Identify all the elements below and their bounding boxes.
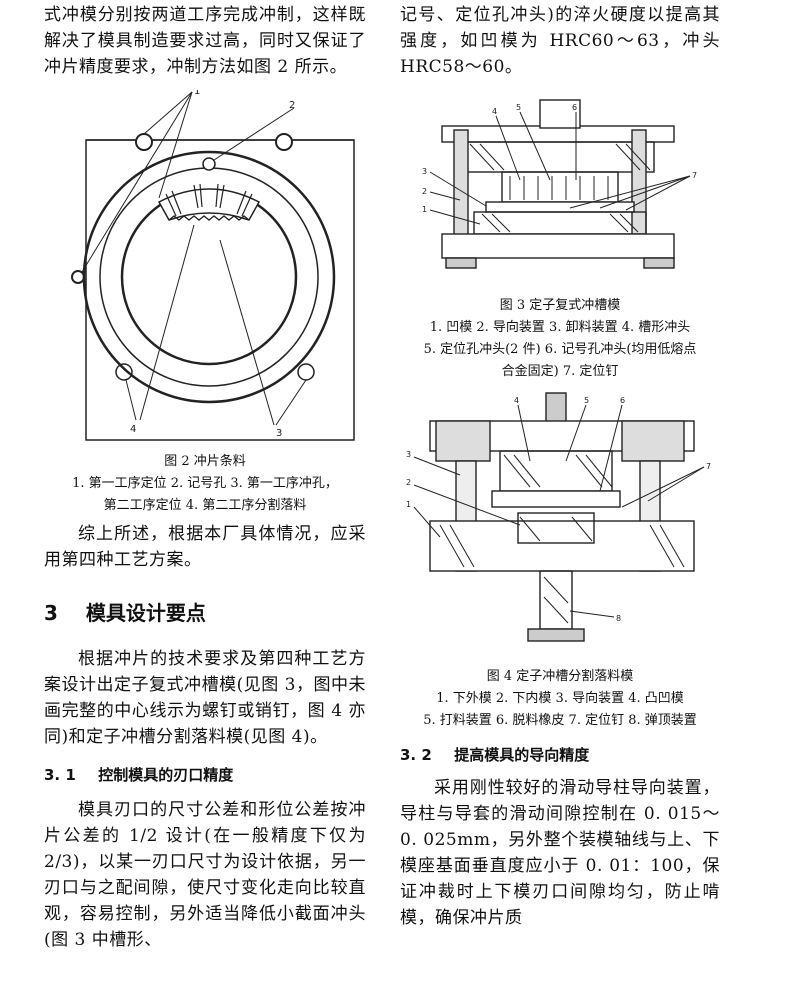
slot-teeth: [168, 215, 250, 221]
figure-2-title: 图 2 冲片条料: [164, 454, 246, 469]
positioning-hole: [115, 363, 133, 381]
stripper-rubber: [491, 490, 621, 508]
figure-4-legend-line-1: 1. 下外模 2. 下内模 3. 导向装置 4. 凸凹模: [436, 691, 684, 706]
slot-punches: [501, 171, 619, 203]
fig4-callout-5: 5: [584, 396, 589, 405]
fig4-callout-3: 3: [406, 450, 411, 459]
section-3-2-heading: 3. 2 提高模具的导向精度: [400, 744, 720, 765]
figure-4-leaders: [413, 404, 705, 618]
fig3-callout-5: 5: [516, 103, 521, 112]
section-3-heading: 3 模具设计要点: [44, 597, 366, 626]
ejector-plate: [527, 628, 585, 642]
mark-hole: [202, 157, 216, 171]
fig3-callout-7: 7: [692, 171, 697, 180]
figure-3-legend-line-3: 合金固定) 7. 定位钉: [501, 364, 619, 379]
shank: [539, 99, 581, 129]
guide-bush-right: [621, 420, 685, 462]
lower-foot-left: [445, 257, 477, 269]
figure-4-title: 图 4 定子冲槽分割落料模: [486, 669, 634, 684]
section-3-title: 模具设计要点: [85, 601, 206, 625]
slot-segment: [157, 188, 261, 221]
die: [473, 211, 647, 235]
section-3-2-title: 提高模具的导向精度: [454, 746, 590, 764]
figure-3-hatching: [469, 143, 651, 233]
fig4-callout-6: 6: [620, 396, 625, 405]
section-3-1-paragraph: 模具刃口的尺寸公差和形位公差按冲片公差的 1/2 设计(在一般精度下仅为 2/3…: [44, 800, 366, 950]
figure-3-legend-line-2: 5. 定位孔冲头(2 件) 6. 记号孔冲头(均用低熔点: [423, 342, 697, 357]
callout-4: 4: [130, 424, 136, 435]
upper-die-body: [461, 141, 655, 173]
positioning-hole: [297, 363, 315, 381]
fig3-callout-1: 1: [422, 205, 427, 214]
figure-3: 4 5 6 3 2 1 7 图 3 定子复式冲槽模 1. 凹模 2. 导向装置 …: [400, 90, 720, 383]
figure-3-legend-line-1: 1. 凹模 2. 导向装置 3. 卸料装置 4. 槽形冲头: [429, 320, 691, 335]
section-3-paragraph: 根据冲片的技术要求及第四种工艺方案设计出定子复式冲槽模(见图 3，图中未画完整的…: [44, 649, 366, 747]
intro-paragraph: 式冲模分别按两道工序完成冲制，这样既解决了模具制造要求过高，同时又保证了冲片精度…: [44, 5, 366, 77]
figure-2-drawing: 1 2 4 3: [71, 90, 355, 441]
lower-foot-right: [643, 257, 675, 269]
fig4-callout-8: 8: [616, 614, 621, 623]
section-3-1-title: 控制模具的刃口精度: [98, 766, 234, 784]
figure-3-title: 图 3 定子复式冲槽模: [499, 298, 621, 313]
section-3-2-paragraph: 采用刚性较好的滑动导柱导向装置，导柱与导套的滑动间隙控制在 0. 015～0. …: [400, 778, 720, 928]
figure-4-drawing: 4 5 6 3 2 1 7 8: [406, 392, 711, 642]
fig3-callout-3: 3: [422, 167, 427, 176]
summary-paragraph: 综上所述，根据本厂具体情况，应采用第四种工艺方案。: [44, 524, 366, 570]
left-column: 式冲模分别按两道工序完成冲制，这样既解决了模具制造要求过高，同时又保证了冲片精度…: [44, 0, 366, 953]
fig4-callout-4: 4: [514, 396, 519, 405]
lower-outer-die: [429, 520, 695, 572]
figure-4-hatching: [439, 454, 685, 624]
positioning-hole: [135, 133, 153, 151]
fig3-callout-4: 4: [492, 107, 497, 116]
figure-3-leaders: [429, 111, 691, 225]
fig4-callout-7: 7: [706, 462, 711, 471]
positioning-hole: [275, 133, 293, 151]
section-3-number: 3: [44, 601, 58, 625]
figure-2-legend-line-2: 第二工序定位 4. 第二工序分割落料: [103, 498, 307, 513]
section-3-1-heading: 3. 1 控制模具的刃口精度: [44, 764, 366, 785]
fig3-callout-6: 6: [572, 103, 577, 112]
positioning-hole: [71, 270, 85, 284]
lower-inner-die: [517, 512, 595, 544]
lower-die-base: [441, 233, 675, 259]
figure-4-legend-line-2: 5. 打料装置 6. 脱料橡皮 7. 定位钉 8. 弹顶装置: [423, 713, 697, 728]
figure-3-drawing: 4 5 6 3 2 1 7: [422, 99, 697, 269]
section-3-2-number: 3. 2: [400, 746, 432, 764]
callout-2: 2: [289, 100, 295, 111]
callout-3: 3: [276, 428, 282, 439]
section-3-1-number: 3. 1: [44, 766, 76, 784]
leader-lines: [81, 91, 307, 426]
slot-hatch: [165, 183, 253, 217]
stator-outer-ring: [82, 150, 336, 404]
figure-4: 4 5 6 3 2 1 7 8 图 4 定子冲槽分割落料模 1. 下外模 2. …: [400, 391, 720, 732]
figure-2: 1 2 4 3 图 2 冲片条料 1. 第一工序定位 2. 记号孔 3. 第一工…: [44, 90, 366, 517]
fig4-callout-1: 1: [406, 500, 411, 509]
right-column: 记号、定位孔冲头)的淬火硬度以提高其强度，如凹模为 HRC60～63，冲头 HR…: [400, 0, 720, 931]
guide-bush-left: [435, 420, 491, 462]
fig3-callout-2: 2: [422, 187, 427, 196]
stator-inner-ring: [120, 188, 298, 366]
ejector-stem: [539, 570, 573, 630]
fig4-callout-2: 2: [406, 478, 411, 487]
continued-paragraph: 记号、定位孔冲头)的淬火硬度以提高其强度，如凹模为 HRC60～63，冲头 HR…: [400, 5, 720, 77]
callout-1: 1: [194, 90, 200, 97]
figure-2-legend-line-1: 1. 第一工序定位 2. 记号孔 3. 第一工序冲孔，: [72, 476, 338, 491]
